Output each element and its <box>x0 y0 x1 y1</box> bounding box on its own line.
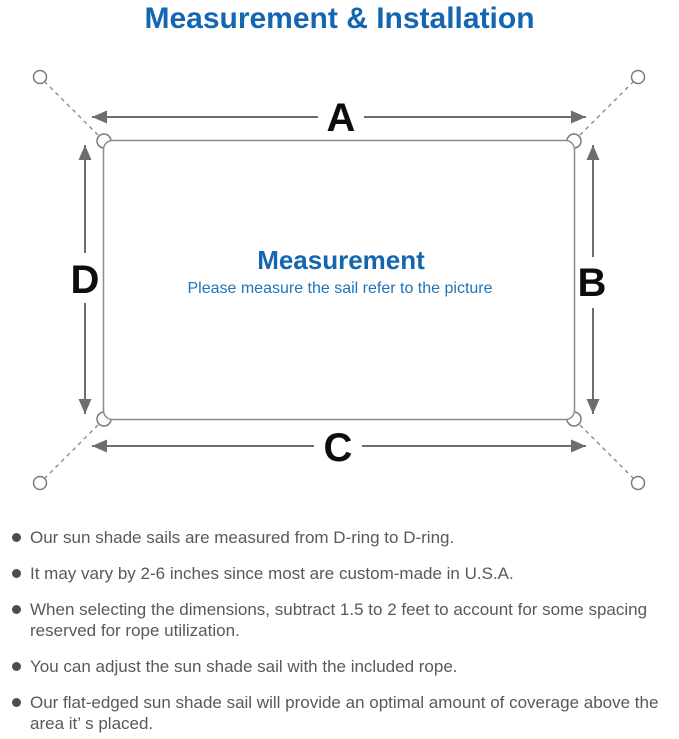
anchor-point-bottom-right <box>630 475 646 491</box>
dimension-label-a: A <box>327 96 356 140</box>
note-text: Our flat-edged sun shade sail will provi… <box>30 693 659 733</box>
list-item: When selecting the dimensions, subtract … <box>12 599 671 641</box>
note-text: Our sun shade sails are measured from D-… <box>30 528 455 547</box>
rope-dashed-top-left <box>44 81 99 136</box>
list-item: Our sun shade sails are measured from D-… <box>12 527 671 548</box>
diagram-center-title: Measurement <box>257 245 425 275</box>
bullet-dot-icon <box>12 569 21 578</box>
rope-dashed-bottom-right <box>579 424 634 479</box>
note-text: It may vary by 2-6 inches since most are… <box>30 564 514 583</box>
diagram-center-subtitle: Please measure the sail refer to the pic… <box>187 280 492 297</box>
note-text: When selecting the dimensions, subtract … <box>30 600 648 640</box>
anchor-point-top-left <box>32 69 48 85</box>
anchor-point-top-right <box>630 69 646 85</box>
dimension-label-b: B <box>578 261 607 305</box>
list-item: Our flat-edged sun shade sail will provi… <box>12 692 671 734</box>
list-item: It may vary by 2-6 inches since most are… <box>12 563 671 584</box>
notes-list: Our sun shade sails are measured from D-… <box>12 527 671 739</box>
dimension-label-d: D <box>71 258 100 302</box>
list-item: You can adjust the sun shade sail with t… <box>12 656 671 677</box>
page-title: Measurement & Installation <box>144 2 535 35</box>
note-text: You can adjust the sun shade sail with t… <box>30 657 458 676</box>
shade-sail-outline <box>102 139 576 421</box>
rope-dashed-top-right <box>579 81 634 136</box>
bullet-dot-icon <box>12 605 21 614</box>
dimension-label-c: C <box>324 426 353 470</box>
bullet-dot-icon <box>12 533 21 542</box>
measurement-diagram: A B C D Measurement Please measure the s… <box>32 69 646 491</box>
rope-dashed-bottom-left <box>44 424 99 479</box>
bullet-dot-icon <box>12 662 21 671</box>
bullet-dot-icon <box>12 698 21 707</box>
anchor-point-bottom-left <box>32 475 48 491</box>
